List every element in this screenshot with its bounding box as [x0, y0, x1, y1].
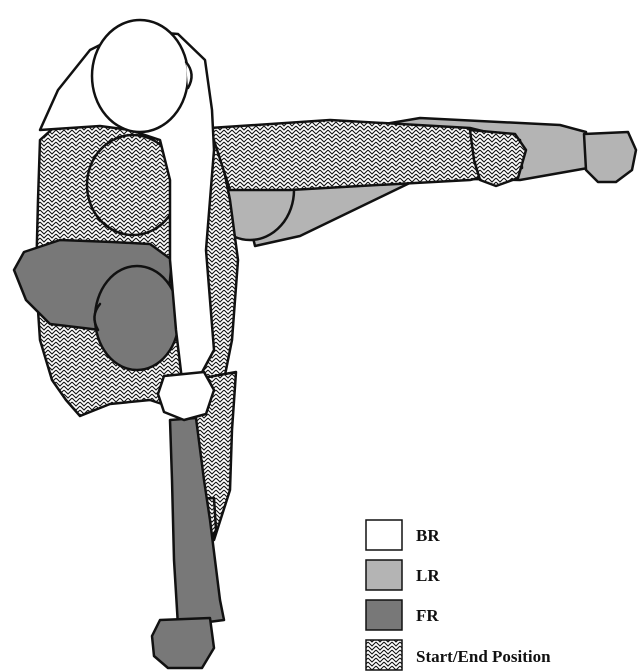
br-hand — [158, 372, 214, 420]
fr-head — [95, 266, 179, 370]
fr-hand — [152, 618, 214, 668]
legend-label-fr: FR — [416, 606, 439, 625]
legend-swatch-fr — [366, 600, 402, 630]
start-end-hand-right — [470, 130, 526, 186]
legend-label-lr: LR — [416, 566, 440, 585]
legend-swatch-lr — [366, 560, 402, 590]
legend-swatch-start-end — [366, 640, 402, 670]
legend-label-start-end: Start/End Position — [416, 647, 551, 666]
legend: BR LR FR Start/End Position — [366, 520, 551, 670]
legend-swatch-br — [366, 520, 402, 550]
legend-label-br: BR — [416, 526, 440, 545]
br-head — [92, 20, 188, 132]
lr-hand — [584, 132, 636, 182]
